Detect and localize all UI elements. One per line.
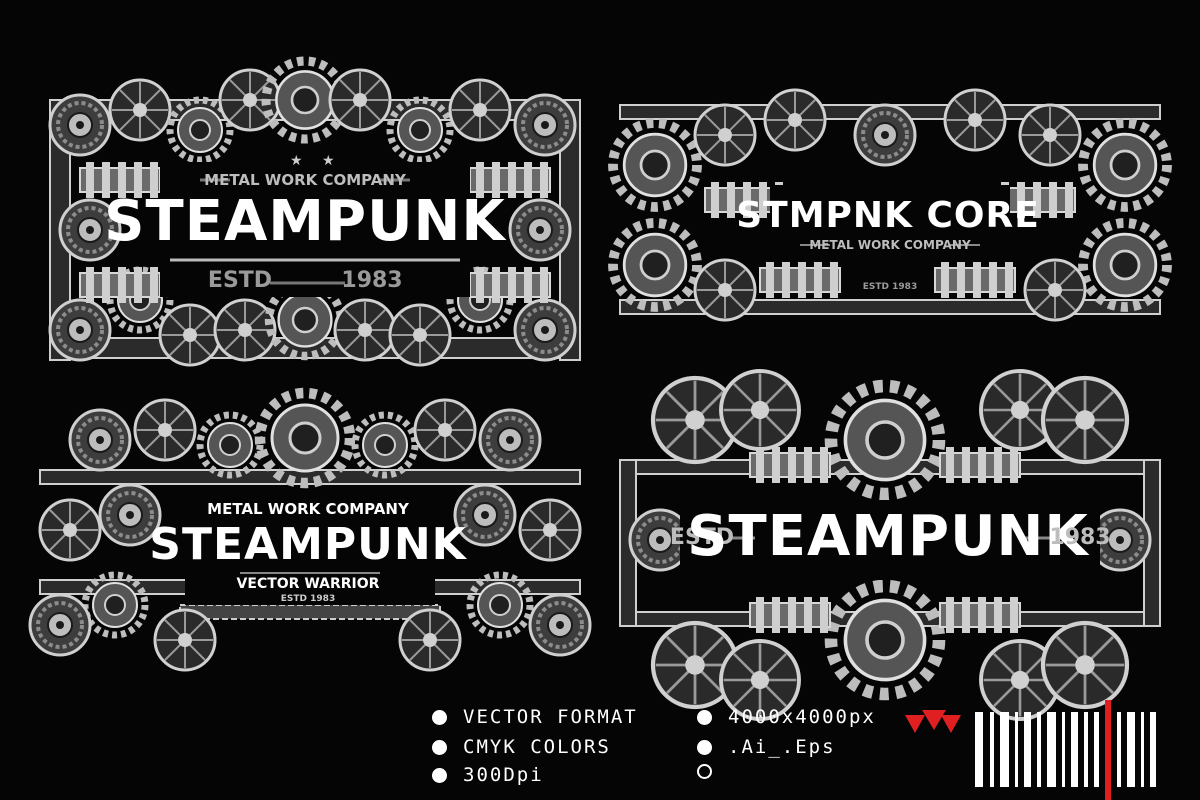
- bullet-icon: [432, 739, 447, 755]
- emblem-3-subtitle: VECTOR WARRIOR: [236, 576, 380, 592]
- feature-item: 300Dpi: [432, 764, 544, 786]
- vector-warrior-logo: [905, 710, 961, 733]
- bullet-icon: [697, 739, 712, 755]
- feature-label: .Ai_.Eps: [728, 736, 836, 758]
- emblem-1-year: 1983: [341, 268, 403, 293]
- bullet-icon: [697, 709, 712, 725]
- emblem-3-title: STEAMPUNK: [149, 519, 467, 570]
- barcode-icon: [975, 700, 1156, 800]
- emblem-2-estd: ESTD 1983: [862, 282, 918, 292]
- bullet-icon: [432, 767, 447, 783]
- emblem-4-machinery: [619, 369, 1161, 721]
- emblem-1-title: STEAMPUNK: [104, 189, 506, 254]
- emblem-4-title: STEAMPUNK: [687, 504, 1089, 569]
- emblem-3-estd: ESTD 1983: [280, 594, 336, 604]
- emblem-4-estd: ESTD: [669, 525, 735, 550]
- emblem-2-subtitle: METAL WORK COMPANY: [809, 238, 971, 252]
- empty-bullet-icon: [697, 764, 712, 779]
- feature-item: CMYK COLORS: [432, 736, 611, 758]
- feature-label: 4000x4000px: [728, 706, 876, 728]
- feature-item: VECTOR FORMAT: [432, 706, 638, 728]
- emblem-1-estd: ESTD: [207, 268, 273, 293]
- feature-label: CMYK COLORS: [463, 736, 611, 758]
- emblem-2-title: STMPNK CORE: [736, 195, 1040, 236]
- bullet-icon: [432, 709, 447, 725]
- emblem-1-machinery: ★ ★: [48, 61, 581, 367]
- svg-text:★: ★: [290, 153, 303, 169]
- feature-item: .Ai_.Eps: [697, 736, 836, 758]
- feature-label: 300Dpi: [463, 764, 544, 786]
- feature-label: VECTOR FORMAT: [463, 706, 638, 728]
- feature-item: 4000x4000px: [697, 706, 876, 728]
- emblem-4-year: 1983: [1049, 525, 1111, 550]
- svg-text:★: ★: [322, 153, 335, 169]
- feature-item: [697, 764, 728, 779]
- emblem-2-machinery: [613, 88, 1167, 322]
- emblem-1-top-label: METAL WORK COMPANY: [204, 171, 406, 189]
- emblem-3-machinery: [28, 393, 592, 672]
- emblem-3-top-label: METAL WORK COMPANY: [207, 500, 409, 518]
